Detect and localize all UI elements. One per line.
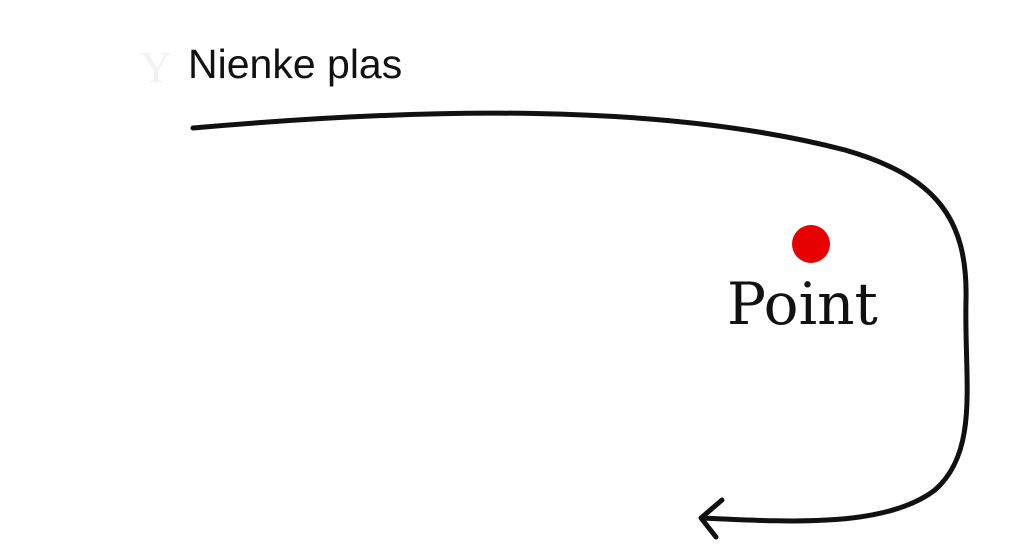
point-label: Point (727, 270, 878, 338)
name-label: Nienke plas (188, 41, 403, 87)
faint-watermark: Y (140, 43, 172, 92)
point-marker (792, 225, 830, 263)
curved-arrow-icon (698, 497, 725, 540)
curved-arrow-path (190, 110, 970, 524)
